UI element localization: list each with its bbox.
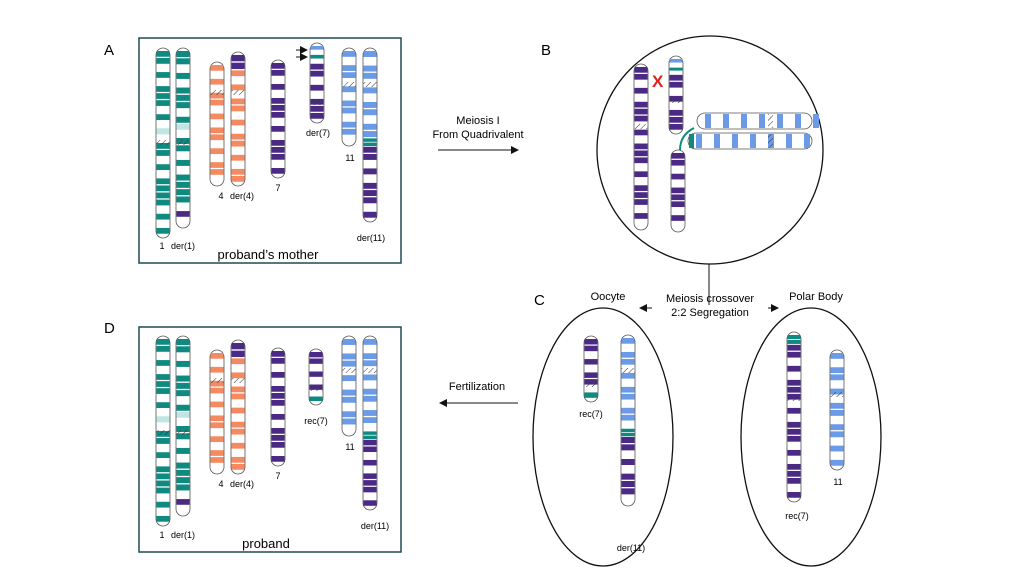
label-a-7: 7 — [275, 183, 280, 193]
label-d-1: 1 — [159, 530, 164, 540]
label-a-der4: der(4) — [230, 191, 254, 201]
centromere — [342, 82, 356, 87]
label-d-rec7: rec(7) — [304, 416, 328, 426]
centromere — [156, 140, 170, 145]
label-d-der1: der(1) — [171, 530, 195, 540]
quad-chromosome-der7 — [668, 55, 684, 135]
label-d-der4: der(4) — [230, 479, 254, 489]
chromosome-4 — [209, 61, 225, 187]
fertilization-arrow: Fertilization — [439, 381, 518, 407]
panel-d-border — [138, 326, 402, 553]
quad-chromosome-11-pair — [679, 112, 819, 151]
panel-a-border — [138, 37, 402, 264]
meiosis1-label-1: Meiosis I — [456, 115, 499, 127]
panel-b: B X — [541, 35, 824, 305]
centromere — [210, 378, 224, 383]
label-oocyte-der11: der(11) — [617, 543, 645, 553]
label-a-der11: der(11) — [357, 233, 385, 243]
crossover-label-1: Meiosis crossover — [666, 293, 754, 305]
centromere — [342, 368, 356, 373]
panel-b-letter: B — [541, 42, 551, 59]
panel-d-letter: D — [104, 320, 115, 337]
centromere — [231, 378, 245, 383]
proband-chromosome-7 — [270, 347, 286, 467]
oocyte-ellipse — [532, 307, 674, 567]
crossover-mark: X — [652, 72, 664, 91]
centromere — [231, 90, 245, 95]
proband-chromosome-11 — [341, 335, 357, 437]
quadrivalent-chromosomes — [633, 55, 819, 233]
oocyte-der11 — [620, 334, 636, 507]
label-a-11: 11 — [345, 153, 354, 163]
centromere — [210, 90, 224, 95]
panel-c-chromosomes — [583, 331, 845, 507]
panel-a: A proband’s mother 1 der(1) 4 der(4) 7 d… — [104, 37, 402, 264]
oocyte-title: Oocyte — [591, 291, 626, 303]
label-polar-rec7: rec(7) — [785, 511, 809, 521]
centromere — [787, 396, 801, 401]
label-d-4: 4 — [218, 479, 223, 489]
label-a-der7: der(7) — [306, 128, 330, 138]
chromosome-der1 — [175, 47, 191, 229]
chromosome-1 — [155, 47, 171, 239]
meiosis-arrow: Meiosis I From Quadrivalent — [432, 115, 524, 154]
label-polar-11: 11 — [833, 477, 842, 487]
centromere — [830, 392, 844, 397]
polar-body-title: Polar Body — [789, 291, 843, 303]
polar-11 — [829, 349, 845, 471]
polar-body-ellipse — [740, 307, 882, 567]
chromosome-der7 — [309, 42, 325, 124]
fertilization-label: Fertilization — [449, 381, 505, 393]
centromere — [634, 124, 648, 129]
label-a-4: 4 — [218, 191, 223, 201]
label-oocyte-rec7: rec(7) — [579, 409, 603, 419]
centromere — [310, 100, 324, 105]
oocyte-rec7 — [583, 335, 599, 403]
centromere — [176, 430, 190, 435]
panel-a-caption: proband’s mother — [218, 247, 320, 262]
chromosome-der4 — [230, 51, 246, 187]
label-a-der1: der(1) — [171, 241, 195, 251]
panel-c-letter: C — [534, 292, 545, 309]
panel-d: D proband 1 der(1) 4 der(4) 7 rec(7) 11 … — [104, 320, 402, 553]
proband-chromosome-rec7 — [308, 348, 324, 406]
centromere — [156, 430, 170, 435]
crossover-label-2: 2:2 Segregation — [671, 307, 749, 319]
label-a-1: 1 — [159, 241, 164, 251]
quad-chromosome-der7-lower — [670, 149, 686, 233]
proband-chromosome-der4 — [230, 339, 246, 475]
centromere — [176, 140, 190, 145]
quadrivalent-circle — [596, 35, 824, 265]
quad-chromosome-7 — [633, 63, 649, 231]
centromere — [363, 368, 377, 373]
polar-rec7 — [786, 331, 802, 503]
centromere — [309, 386, 323, 391]
label-d-11: 11 — [345, 442, 354, 452]
proband-chromosome-der11 — [362, 335, 378, 511]
proband-chromosome-4 — [209, 349, 225, 475]
chromosome-7 — [270, 59, 286, 179]
panel-a-chromosomes — [155, 42, 378, 239]
label-d-der11: der(11) — [361, 521, 389, 531]
chromosome-der11 — [362, 47, 378, 223]
centromere — [669, 98, 683, 103]
panel-d-caption: proband — [242, 536, 290, 551]
panel-c: C Oocyte Polar Body Meiosis crossover 2:… — [532, 291, 882, 567]
centromere — [363, 82, 377, 87]
panel-a-letter: A — [104, 42, 114, 59]
label-d-7: 7 — [275, 471, 280, 481]
panel-d-chromosomes — [155, 335, 378, 527]
centromere — [584, 382, 598, 387]
centromere — [621, 368, 635, 373]
chromosome-11 — [341, 47, 357, 147]
proband-chromosome-der1 — [175, 335, 191, 517]
meiosis1-label-2: From Quadrivalent — [432, 129, 523, 141]
